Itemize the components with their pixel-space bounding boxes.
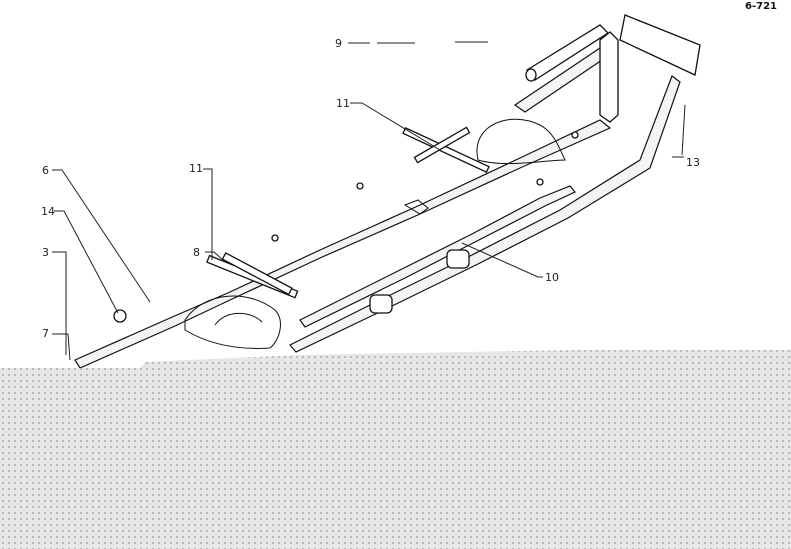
front-arch	[184, 295, 281, 349]
leader-lines	[52, 41, 686, 361]
front-arch-inner	[214, 312, 263, 326]
rail-bolts	[271, 131, 579, 242]
callout-8: 8	[193, 246, 200, 259]
callout-labels: 9 11 13 6 11 14 3 8 10 7	[41, 37, 700, 340]
rear-upright	[599, 31, 619, 123]
chassis-frame	[74, 14, 701, 369]
dotted-overlay	[0, 350, 791, 549]
crossbar-upper	[402, 126, 490, 174]
callout-13: 13	[686, 156, 700, 169]
callout-14: 14	[41, 205, 55, 218]
knob-part-14	[113, 309, 127, 323]
center-bracket	[403, 199, 429, 215]
clamp-part-10	[369, 249, 470, 314]
callout-11: 11	[189, 162, 203, 175]
crossbar-left	[206, 252, 299, 299]
upper-side-rail	[74, 119, 612, 369]
callout-6: 6	[42, 164, 49, 177]
callout-9: 9	[335, 37, 342, 50]
tube-part-9	[525, 24, 610, 82]
callout-10: 10	[545, 271, 559, 284]
inner-rail	[299, 185, 576, 328]
panel-part-13	[619, 14, 701, 76]
callout-3: 3	[42, 246, 49, 259]
lower-side-rail	[289, 75, 681, 353]
callout-7: 7	[42, 327, 49, 340]
rear-arch	[476, 118, 566, 165]
drawing-reference-code: 6-721	[745, 1, 777, 12]
callout-11: 11	[336, 97, 350, 110]
